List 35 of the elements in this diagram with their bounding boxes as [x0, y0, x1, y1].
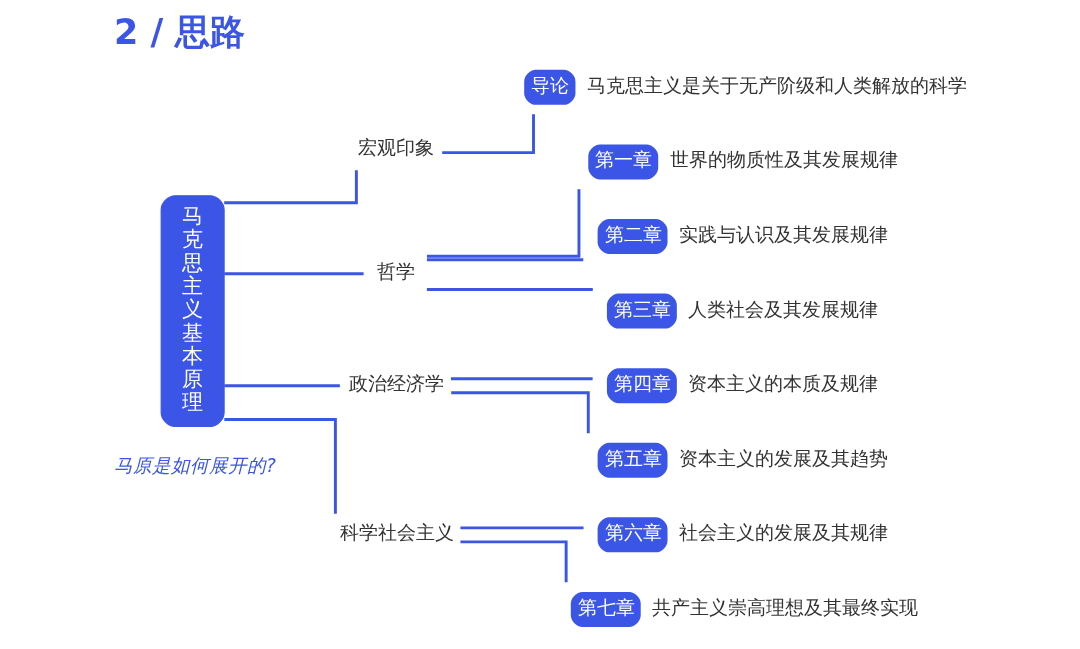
connector: [223, 170, 358, 205]
connector: [426, 258, 583, 262]
node-box: 第五章: [597, 442, 667, 478]
node-text: 科学社会主义: [339, 522, 454, 544]
connector: [223, 418, 337, 514]
label: 马原是如何展开的?: [113, 454, 276, 476]
node-box: 导论: [523, 69, 575, 105]
node-label: 马克思主义是关于无产阶级和人类解放的科学: [586, 74, 967, 96]
node-label: 资本主义的本质及规律: [688, 373, 878, 395]
connector: [223, 272, 364, 276]
connector: [426, 189, 580, 258]
node-text: 政治经济学: [348, 373, 444, 395]
node-label: 社会主义的发展及其规律: [678, 522, 888, 544]
node-label: 资本主义的发展及其趋势: [678, 447, 888, 469]
connector: [223, 384, 340, 388]
node-box: 第一章: [587, 144, 658, 180]
connector: [450, 377, 593, 381]
node-box: 第四章: [606, 368, 677, 404]
node-text: 哲学: [376, 261, 415, 283]
node-label: 共产主义崇高理想及其最终实现: [651, 596, 918, 618]
connector: [450, 391, 590, 434]
node-box: 马克思主义基本原理: [160, 195, 225, 428]
connector: [426, 288, 593, 291]
node-text: 宏观印象: [357, 136, 434, 158]
node-box: 第三章: [606, 293, 677, 329]
connector: [441, 114, 535, 155]
node-box: 第二章: [597, 219, 667, 254]
node-label: 实践与认识及其发展规律: [678, 223, 888, 245]
connector: [459, 526, 584, 530]
node-label: 世界的物质性及其发展规律: [669, 149, 898, 171]
connector: [459, 540, 568, 583]
node-label: 人类社会及其发展规律: [688, 298, 878, 320]
node-box: 第七章: [570, 591, 641, 627]
diagram-title: 2 / 思路: [113, 12, 245, 53]
node-box: 第六章: [597, 517, 667, 553]
